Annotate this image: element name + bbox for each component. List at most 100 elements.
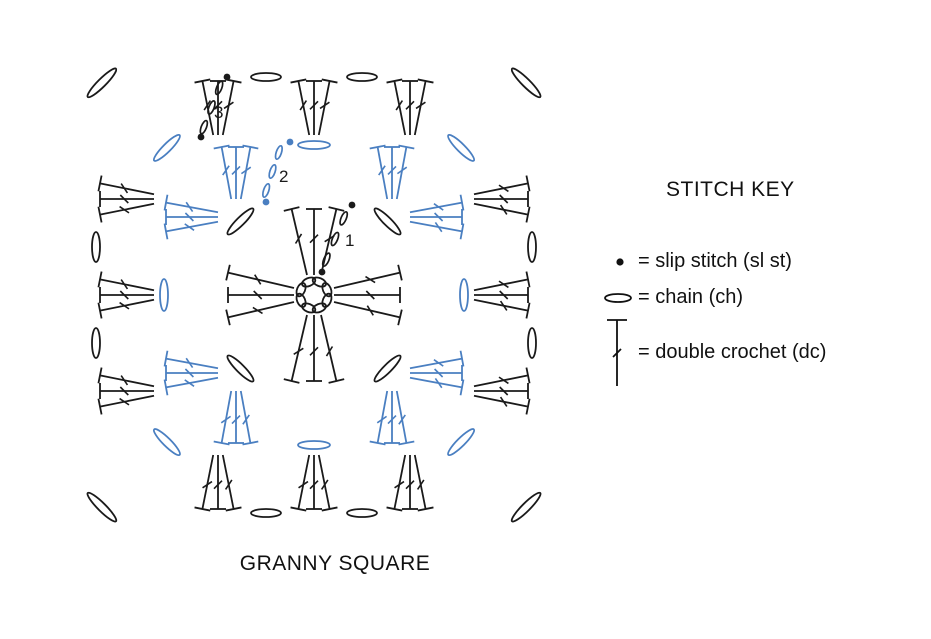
dc-slash <box>387 165 397 175</box>
dc-slash <box>253 290 263 300</box>
dc-slash <box>309 100 319 110</box>
dc-post <box>376 390 389 444</box>
dc-top-bar <box>283 378 300 384</box>
dc-top-bar <box>163 223 169 240</box>
chain-stitch <box>250 72 282 82</box>
dc-post <box>395 390 408 444</box>
dc-slash <box>394 480 405 489</box>
dc-slash <box>405 480 415 490</box>
dc-slash <box>499 300 508 311</box>
dc-post <box>473 298 529 312</box>
dc-post <box>99 298 155 312</box>
dc-top-bar <box>398 144 415 150</box>
dc-post <box>473 278 529 292</box>
round-3-label: 3 <box>214 103 223 122</box>
dc-post <box>413 454 427 510</box>
chain-stitch <box>295 282 307 298</box>
dc-slash <box>499 194 509 204</box>
slip-stitch-marker <box>286 138 294 146</box>
dc-slash <box>499 204 508 215</box>
dc-top-bar <box>369 144 386 150</box>
dc-slash <box>365 275 376 284</box>
dc-post <box>473 374 529 388</box>
dc-top-bar <box>321 506 338 512</box>
turning-chain <box>321 252 331 268</box>
dc-slash <box>387 415 397 425</box>
dc-slash <box>499 386 509 396</box>
dc-post <box>165 357 219 370</box>
dc-slash <box>434 377 443 389</box>
dc-slash <box>184 379 195 387</box>
dc-slash <box>499 396 508 407</box>
dc-top-bar <box>97 398 103 415</box>
dc-slash <box>184 212 194 222</box>
dc-post <box>395 146 408 200</box>
turning-chain <box>274 144 283 161</box>
dc-top-bar <box>97 271 103 288</box>
round-1-stitches <box>225 206 403 384</box>
dc-post <box>393 80 407 136</box>
dc-slash <box>309 480 319 490</box>
chain-stitch <box>527 231 537 263</box>
dc-slash <box>415 101 426 110</box>
dc-slash <box>119 290 129 300</box>
stitch-key-title: STITCH KEY <box>666 178 795 201</box>
dc-post <box>239 390 252 444</box>
dc-post <box>221 454 235 510</box>
chain-stitch <box>527 327 537 359</box>
dc-top-bar <box>525 367 531 384</box>
dc-slash <box>378 165 386 176</box>
dc-top-bar <box>417 506 434 512</box>
dc-top-bar <box>459 223 465 240</box>
dc-post <box>320 314 338 382</box>
dc-post <box>413 80 427 136</box>
round-2-stitches <box>152 133 476 457</box>
dc-slash <box>222 165 230 176</box>
dc-slash <box>184 368 194 378</box>
turning-chain <box>262 182 271 199</box>
dc-top-bar <box>194 506 211 512</box>
chain-stitch <box>297 440 331 450</box>
round-2-label: 2 <box>279 167 288 186</box>
center-ring <box>295 276 333 314</box>
dc-top-bar <box>459 350 465 367</box>
dc-slash <box>242 414 250 425</box>
dc-slash <box>185 357 194 369</box>
dc-slash <box>254 274 262 285</box>
dc-top-bar <box>369 440 386 446</box>
dc-top-bar <box>525 271 531 288</box>
dc-slash <box>119 397 130 406</box>
dc-top-bar <box>242 144 259 150</box>
dc-post <box>165 201 219 214</box>
dc-post <box>220 390 233 444</box>
round-1-label: 1 <box>345 231 354 250</box>
chain-stitch <box>91 231 101 263</box>
key-slip-stitch-label: = slip stitch (sl st) <box>638 250 792 272</box>
chain-stitch <box>91 327 101 359</box>
chain-stitch <box>510 67 542 99</box>
dc-top-bar <box>97 367 103 384</box>
chain-stitch <box>447 133 476 162</box>
dc-post <box>297 80 311 136</box>
dc-post <box>201 454 215 510</box>
double-crochet-icon <box>607 319 627 386</box>
dc-post <box>220 146 233 200</box>
round-3-stitches <box>86 67 542 523</box>
dc-slash <box>365 290 375 300</box>
chain-stitch <box>301 302 317 314</box>
chain-stitch <box>311 302 327 314</box>
dc-top-bar <box>213 144 230 150</box>
chain-stitch <box>373 207 402 236</box>
dc-slash <box>213 480 223 490</box>
dc-slash <box>120 183 129 194</box>
dc-slash <box>396 166 408 175</box>
chain-stitch <box>152 428 181 457</box>
slip-stitch-marker <box>318 268 326 276</box>
dc-top-bar <box>225 506 242 512</box>
dc-post <box>473 182 529 196</box>
chain-stitch <box>295 292 307 308</box>
dc-slash <box>184 223 195 231</box>
dc-post <box>320 208 338 276</box>
dc-post <box>409 220 463 233</box>
